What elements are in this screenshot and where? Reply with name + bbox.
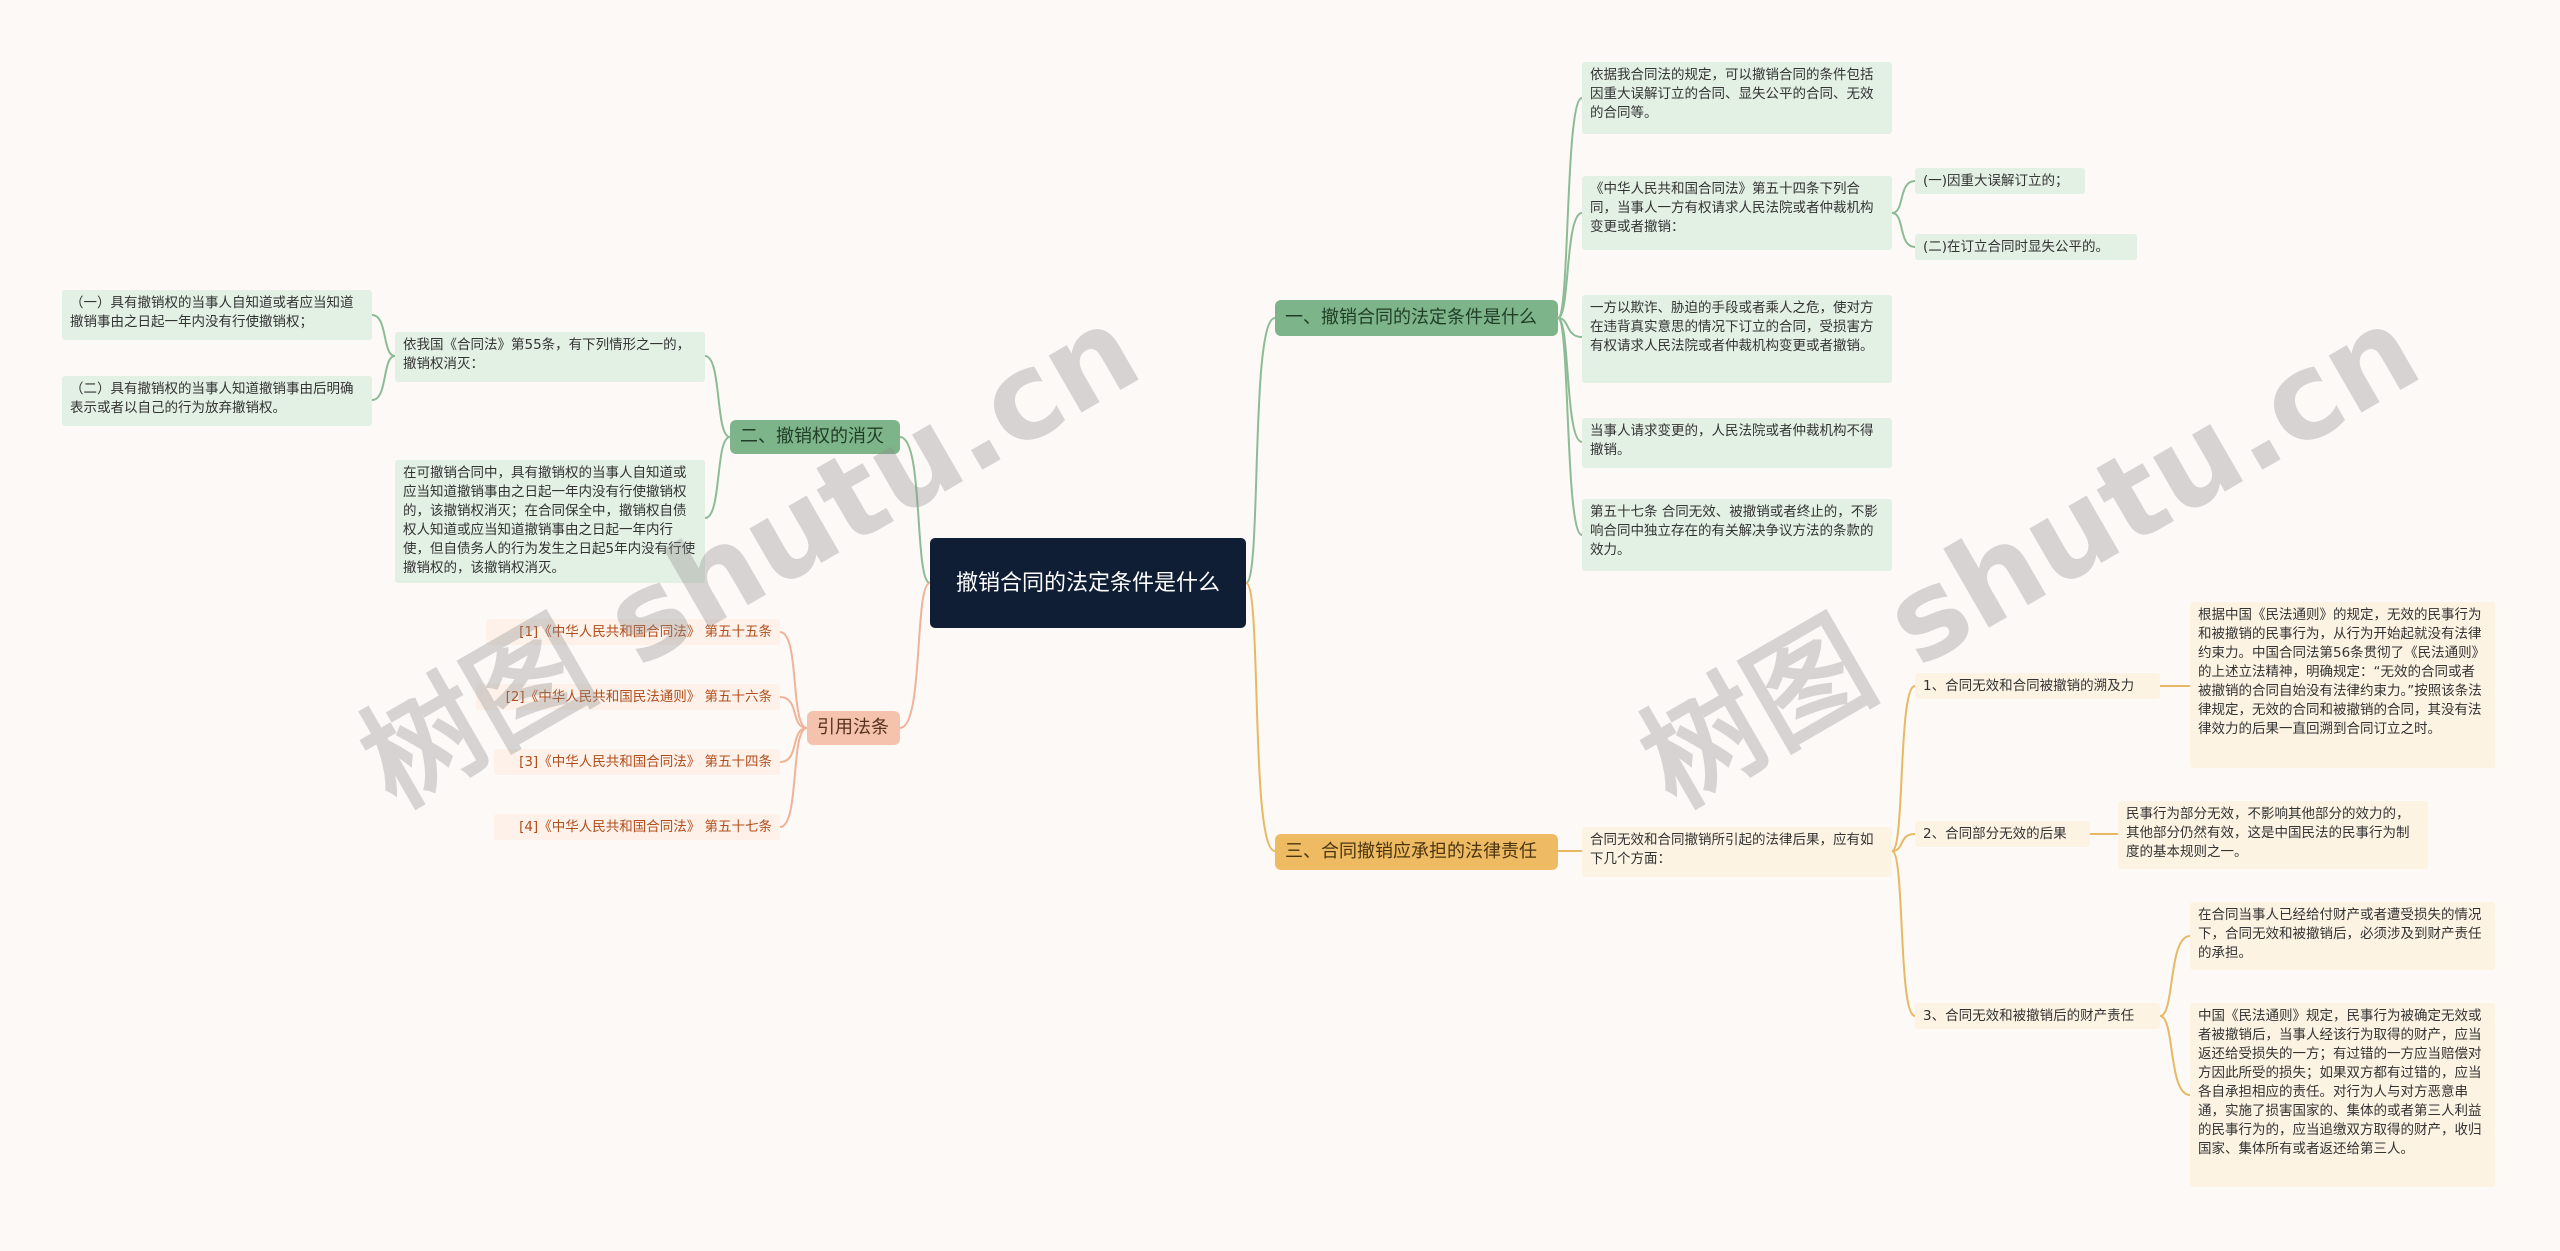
branch-legal-conditions[interactable]: 一、撤销合同的法定条件是什么 — [1275, 300, 1558, 336]
link-b3-r2 — [779, 696, 808, 729]
b1-node-article-54-item-2[interactable]: (二)在订立合同时显失公平的。 — [1915, 234, 2137, 260]
link-b3-r3 — [779, 727, 808, 763]
link-c1-b — [371, 355, 396, 401]
ref-item-3[interactable]: [3]《中华人民共和国合同法》 第五十四条 — [494, 749, 780, 775]
ref-item-4[interactable]: [4]《中华人民共和国合同法》 第五十七条 — [494, 814, 780, 840]
link-b2-c1 — [704, 355, 731, 438]
branch-legal-liability[interactable]: 三、合同撤销应承担的法律责任 — [1275, 834, 1558, 870]
link-s3-b — [2159, 1015, 2191, 1096]
link-b1-c5 — [1557, 317, 1583, 536]
link-b3-r4 — [779, 727, 808, 828]
link-c2-a — [1891, 180, 1916, 214]
link-b3-r1 — [779, 631, 808, 729]
link-root-b4 — [1245, 582, 1276, 852]
b4-node-retroactivity[interactable]: 1、合同无效和合同被撤销的溯及力 — [1915, 673, 2160, 699]
link-b1-c1 — [1557, 97, 1583, 319]
link-b1-c3 — [1557, 317, 1583, 338]
b4-node-partial-invalidity-detail[interactable]: 民事行为部分无效，不影响其他部分的效力的，其他部分仍然有效，这是中国民法的民事行… — [2118, 801, 2428, 869]
b2-node-article-55-item-1[interactable]: （一）具有撤销权的当事人自知道或者应当知道撤销事由之日起一年内没有行使撤销权； — [62, 290, 372, 340]
b1-node-article-54-item-1[interactable]: (一)因重大误解订立的； — [1915, 168, 2085, 194]
branch-revocation-extinction[interactable]: 二、撤销权的消灭 — [730, 420, 900, 454]
b4-node-property-liability-detail-1[interactable]: 在合同当事人已经给付财产或者遭受损失的情况下，合同无效和被撤销后，必须涉及到财产… — [2190, 902, 2495, 970]
b1-node-article-54[interactable]: 《中华人民共和国合同法》第五十四条下列合同，当事人一方有权请求人民法院或者仲裁机… — [1582, 176, 1892, 250]
link-b1-c2 — [1557, 212, 1583, 319]
link-c1-s2 — [1891, 833, 1916, 852]
link-c1-s3 — [1891, 850, 1916, 1017]
root-node[interactable]: 撤销合同的法定条件是什么 — [930, 538, 1246, 628]
link-c2-b — [1891, 212, 1916, 248]
link-c1-s1 — [1891, 685, 1916, 852]
ref-item-2[interactable]: [2]《中华人民共和国民法通则》 第五十六条 — [476, 684, 780, 710]
b4-node-consequences[interactable]: 合同无效和合同撤销所引起的法律后果，应有如下几个方面： — [1582, 827, 1892, 877]
b1-node-fraud-duress[interactable]: 一方以欺诈、胁迫的手段或者乘人之危，使对方在违背真实意思的情况下订立的合同，受损… — [1582, 295, 1892, 383]
b2-node-article-55[interactable]: 依我国《合同法》第55条，有下列情形之一的，撤销权消灭： — [395, 332, 705, 382]
link-c1-a — [371, 314, 396, 357]
link-b2-c2 — [704, 436, 731, 519]
b4-node-property-liability[interactable]: 3、合同无效和被撤销后的财产责任 — [1915, 1003, 2160, 1029]
b4-node-partial-invalidity[interactable]: 2、合同部分无效的后果 — [1915, 821, 2090, 847]
b4-node-property-liability-detail-2[interactable]: 中国《民法通则》规定，民事行为被确定无效或者被撤销后，当事人经该行为取得的财产，… — [2190, 1003, 2495, 1187]
b1-node-article-57[interactable]: 第五十七条 合同无效、被撤销或者终止的，不影响合同中独立存在的有关解决争议方法的… — [1582, 499, 1892, 571]
link-s3-a — [2159, 935, 2191, 1017]
link-root-b2 — [899, 436, 931, 584]
b1-node-contract-law-rule[interactable]: 依据我合同法的规定，可以撤销合同的条件包括因重大误解订立的合同、显失公平的合同、… — [1582, 62, 1892, 134]
link-root-b3 — [899, 582, 931, 729]
branch-cited-laws[interactable]: 引用法条 — [807, 711, 900, 745]
b2-node-revocation-period[interactable]: 在可撤销合同中，具有撤销权的当事人自知道或应当知道撤销事由之日起一年内没有行使撤… — [395, 460, 705, 583]
ref-item-1[interactable]: [1]《中华人民共和国合同法》 第五十五条 — [486, 619, 780, 645]
link-root-b1 — [1245, 317, 1276, 584]
b2-node-article-55-item-2[interactable]: （二）具有撤销权的当事人知道撤销事由后明确表示或者以自己的行为放弃撤销权。 — [62, 376, 372, 426]
b4-node-retroactivity-detail[interactable]: 根据中国《民法通则》的规定，无效的民事行为和被撤销的民事行为，从行为开始起就没有… — [2190, 602, 2495, 768]
b1-node-request-change[interactable]: 当事人请求变更的，人民法院或者仲裁机构不得撤销。 — [1582, 418, 1892, 468]
